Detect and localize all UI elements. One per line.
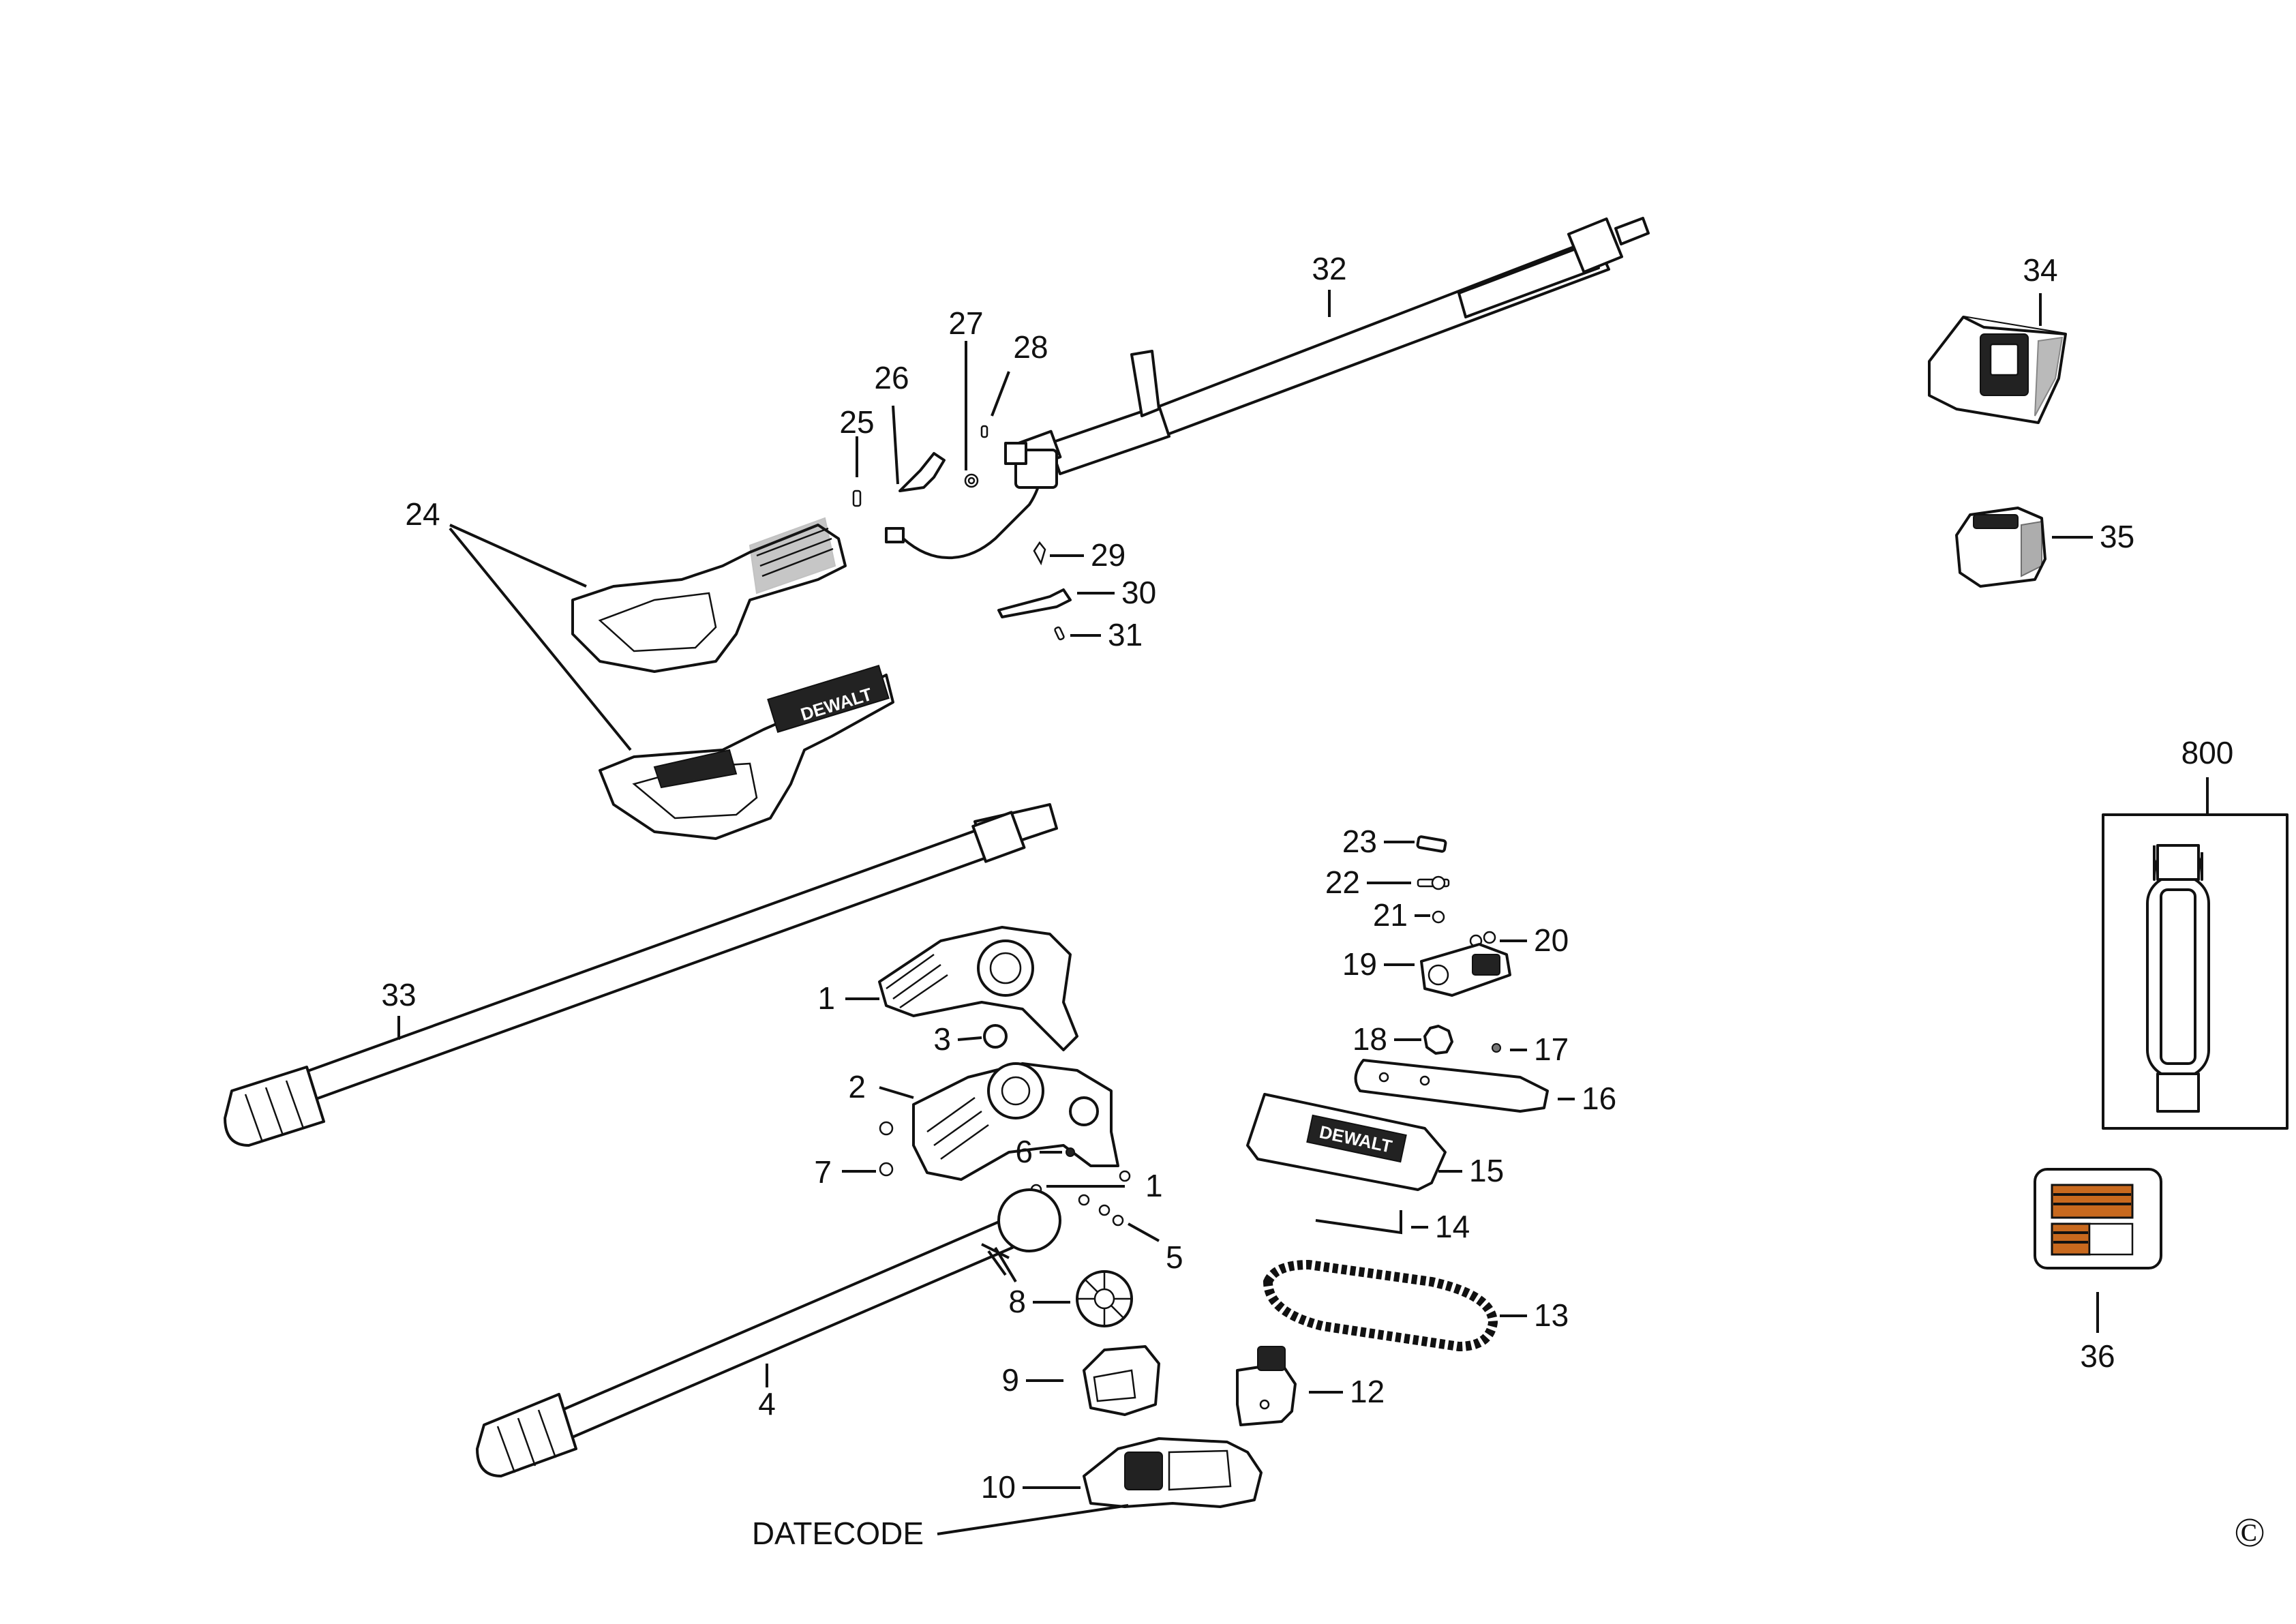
part-13-chain [1263, 1259, 1498, 1352]
label-1b: 1 [1145, 1168, 1163, 1203]
label-1a: 1 [817, 980, 835, 1016]
part-25-pin [852, 490, 862, 507]
leader-24-b [449, 527, 632, 751]
part-800-kit-box [2102, 813, 2289, 1130]
label-13: 13 [1534, 1297, 1569, 1333]
part-10-main-housing [1083, 1437, 1263, 1508]
label-30: 30 [1121, 575, 1156, 610]
label-24: 24 [405, 496, 440, 532]
copyright-symbol: © [2234, 1510, 2265, 1555]
label-8: 8 [1008, 1284, 1026, 1319]
label-33: 33 [381, 977, 416, 1012]
label-10: 10 [981, 1469, 1016, 1505]
leader-26 [892, 405, 899, 485]
leader-28 [991, 371, 1010, 417]
part-8-fan [1076, 1270, 1133, 1327]
label-9: 9 [1001, 1362, 1019, 1398]
part-15-bar-cover: DEWALT [1246, 1093, 1447, 1191]
leader-datecode [937, 1504, 1129, 1535]
part-31-pin [1054, 626, 1065, 641]
label-18: 18 [1353, 1021, 1387, 1057]
label-16: 16 [1582, 1081, 1616, 1116]
switch-assembly [885, 442, 1058, 560]
label-14: 14 [1435, 1209, 1470, 1244]
part-26-trigger [898, 452, 946, 492]
label-2: 2 [848, 1069, 866, 1104]
label-4: 4 [758, 1386, 776, 1422]
part-27-spring [964, 473, 979, 488]
label-21: 21 [1373, 897, 1408, 933]
part-2-gear-housing-lower [912, 1062, 1119, 1181]
part-19-side-plate [1420, 943, 1511, 997]
label-19: 19 [1342, 946, 1377, 982]
label-17: 17 [1534, 1032, 1569, 1067]
part-3-o-ring [983, 1024, 1008, 1049]
leader-24-a [449, 524, 587, 588]
part-23-bolt [1416, 835, 1447, 853]
label-29: 29 [1091, 537, 1126, 573]
part-30-lever [997, 588, 1072, 618]
leader-3 [957, 1036, 982, 1041]
label-datecode: DATECODE [752, 1516, 924, 1551]
label-5: 5 [1166, 1239, 1183, 1275]
label-35: 35 [2100, 519, 2134, 554]
label-6: 6 [1015, 1134, 1033, 1169]
label-32: 32 [1312, 251, 1346, 286]
part-29 [1033, 541, 1046, 566]
label-3: 3 [933, 1021, 951, 1057]
label-34: 34 [2023, 252, 2057, 288]
part-9-fan-cover [1083, 1345, 1160, 1416]
leader-5 [1128, 1222, 1160, 1242]
label-12: 12 [1350, 1374, 1385, 1409]
label-800: 800 [2181, 735, 2234, 770]
part-6-screw [1066, 1147, 1075, 1157]
part-14-hex-key [1315, 1210, 1402, 1235]
part-35-battery [1955, 507, 2046, 588]
part-24-handle-right-half: DEWALT [599, 664, 894, 840]
label-22: 22 [1325, 864, 1360, 900]
part-24-handle-left-half [571, 517, 847, 673]
label-25: 25 [839, 404, 874, 440]
label-36: 36 [2080, 1338, 2115, 1374]
part-4-motor-pole [476, 1188, 1061, 1477]
label-7: 7 [814, 1154, 832, 1190]
label-27: 27 [948, 305, 983, 341]
label-15: 15 [1469, 1153, 1504, 1188]
label-31: 31 [1108, 617, 1143, 652]
part-22-adjuster [1417, 875, 1450, 890]
part-16-guide-bar [1354, 1059, 1549, 1113]
part-21-nut [1432, 910, 1445, 924]
part-36-label-sheet [2034, 1168, 2162, 1269]
part-7-screws [879, 1121, 894, 1177]
label-23: 23 [1342, 824, 1377, 859]
label-26: 26 [874, 360, 909, 395]
part-33-extension-pole [224, 803, 1058, 1147]
label-20: 20 [1534, 922, 1569, 958]
part-28-pin [980, 425, 988, 438]
part-17-washer [1492, 1043, 1501, 1053]
part-18-sprocket [1423, 1025, 1453, 1055]
part-34-charger [1928, 316, 2067, 424]
part-1-gear-housing-upper [878, 926, 1078, 1051]
leader-2 [879, 1086, 914, 1099]
part-12-tensioner [1236, 1346, 1297, 1426]
label-28: 28 [1013, 329, 1048, 365]
